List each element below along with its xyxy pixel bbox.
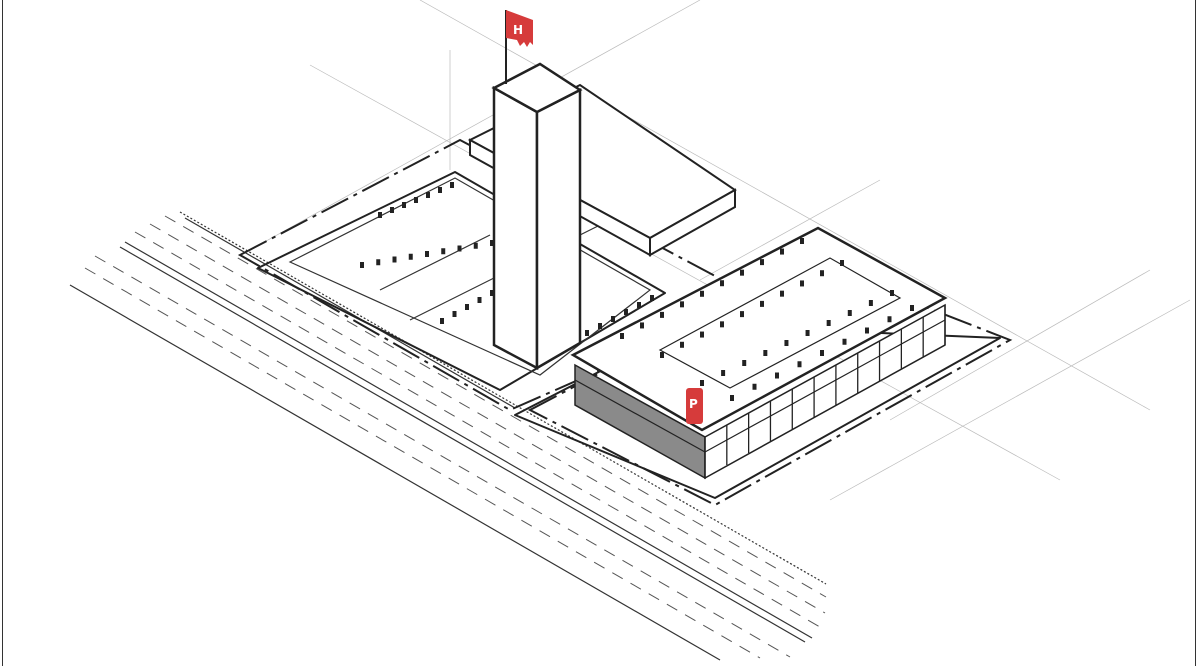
parking-sign-label: P xyxy=(689,397,698,411)
car-marker xyxy=(441,248,446,255)
car-marker xyxy=(780,248,784,255)
car-marker xyxy=(426,192,430,198)
construction-guides xyxy=(249,0,1191,501)
car-marker xyxy=(598,323,602,329)
car-marker xyxy=(780,290,784,297)
car-marker xyxy=(440,318,444,324)
car-marker xyxy=(910,305,914,311)
car-marker xyxy=(740,311,744,318)
car-marker xyxy=(730,395,734,401)
parking-sign: P xyxy=(686,388,703,424)
car-marker xyxy=(742,360,747,366)
car-marker xyxy=(450,182,454,188)
car-marker xyxy=(868,300,873,306)
car-marker xyxy=(640,322,644,329)
car-marker xyxy=(721,370,726,376)
car-marker xyxy=(477,297,482,303)
car-marker xyxy=(890,290,894,296)
car-marker xyxy=(752,383,757,390)
car-marker xyxy=(763,350,768,356)
hospital-tower xyxy=(491,10,583,371)
car-marker xyxy=(473,242,478,249)
car-marker xyxy=(842,338,847,345)
car-marker xyxy=(840,260,844,266)
car-marker xyxy=(438,187,442,193)
car-marker xyxy=(360,262,364,268)
car-marker xyxy=(465,304,469,310)
car-marker xyxy=(620,333,624,339)
car-marker xyxy=(887,316,892,323)
car-marker xyxy=(826,320,831,326)
car-marker xyxy=(820,270,824,277)
car-marker xyxy=(680,301,684,308)
car-marker xyxy=(650,295,654,301)
car-marker xyxy=(660,352,664,358)
car-marker xyxy=(378,212,382,218)
car-marker xyxy=(490,240,494,246)
car-marker xyxy=(760,259,764,266)
parked-cars-garage xyxy=(620,238,914,401)
car-marker xyxy=(800,280,804,287)
car-marker xyxy=(847,310,852,316)
car-marker xyxy=(740,269,744,276)
car-marker xyxy=(392,256,397,263)
car-marker xyxy=(775,372,779,379)
car-marker xyxy=(700,331,704,338)
car-marker xyxy=(720,280,724,287)
car-marker xyxy=(797,361,802,368)
car-marker xyxy=(805,330,810,336)
car-marker xyxy=(585,330,589,336)
car-marker xyxy=(660,311,664,318)
flag-label: H xyxy=(513,23,523,37)
car-marker xyxy=(408,253,413,260)
car-marker xyxy=(760,300,764,307)
car-marker xyxy=(700,290,704,297)
parking-garage xyxy=(570,226,948,480)
car-marker xyxy=(720,321,724,328)
car-marker xyxy=(680,341,684,348)
car-marker xyxy=(700,380,704,386)
car-marker xyxy=(624,309,628,315)
car-marker xyxy=(800,238,804,244)
hospital-flag: H xyxy=(506,10,533,47)
car-marker xyxy=(490,290,494,296)
car-marker xyxy=(457,245,462,252)
car-marker xyxy=(820,350,824,356)
car-marker xyxy=(637,302,641,308)
road xyxy=(69,211,827,661)
parked-cars-lot xyxy=(360,182,654,336)
car-marker xyxy=(390,207,394,213)
car-marker xyxy=(452,311,457,317)
car-marker xyxy=(376,259,381,266)
car-marker xyxy=(402,202,406,208)
car-marker xyxy=(425,251,429,257)
car-marker xyxy=(611,316,615,322)
car-marker xyxy=(414,197,418,203)
car-marker xyxy=(784,340,789,346)
car-marker xyxy=(865,327,869,334)
